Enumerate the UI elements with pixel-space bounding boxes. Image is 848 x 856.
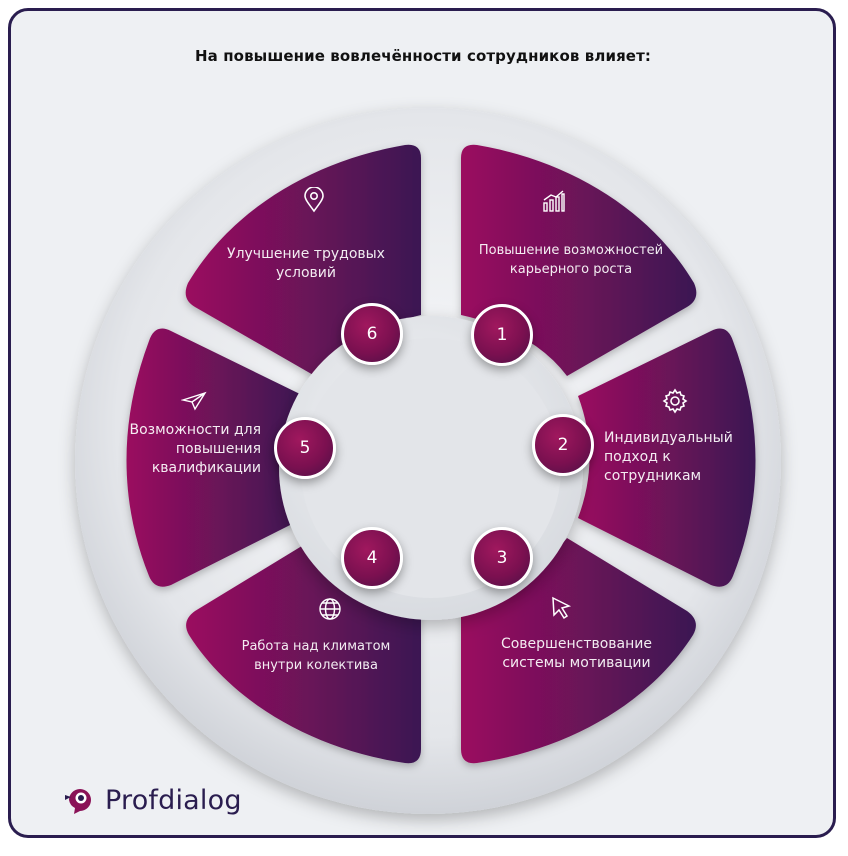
brand-name: Profdialog: [105, 784, 242, 816]
segment-2-label: Индивидуальный подход к сотрудникам: [604, 430, 733, 484]
globe-icon: [319, 598, 341, 620]
segment-2[interactable]: [578, 328, 756, 587]
profdialog-logo-icon: [65, 789, 91, 814]
segment-3-label: Совершенствование системы мотивации: [500, 636, 653, 671]
segment-5-label: Возможности для повышения квалификации: [129, 422, 261, 476]
diagram-title: На повышение вовлечённости сотрудников в…: [195, 47, 651, 65]
paper-plane-icon: [181, 391, 207, 411]
number-badge-6[interactable]: 6: [341, 303, 403, 365]
segment-5[interactable]: [126, 328, 305, 587]
segment-1-label: Повышение возможностей карьерного роста: [478, 243, 664, 277]
infographic-frame: На повышение вовлечённости сотрудников в…: [8, 8, 836, 838]
segment-3[interactable]: [461, 538, 696, 764]
location-pin-icon: [304, 187, 324, 213]
number-badge-3[interactable]: 3: [471, 527, 533, 589]
bar-chart-icon: [543, 190, 565, 212]
number-badge-4[interactable]: 4: [341, 527, 403, 589]
segment-4-label: Работа над климатом внутри колектива: [241, 639, 391, 673]
number-badge-5[interactable]: 5: [274, 417, 336, 479]
number-badge-2[interactable]: 2: [532, 414, 594, 476]
number-badge-1[interactable]: 1: [471, 304, 533, 366]
cursor-icon: [552, 596, 572, 620]
segment-6-label: Улучшение трудовых условий: [227, 246, 385, 281]
gear-icon: [662, 388, 688, 414]
brand-logo: Profdialog: [63, 783, 242, 817]
